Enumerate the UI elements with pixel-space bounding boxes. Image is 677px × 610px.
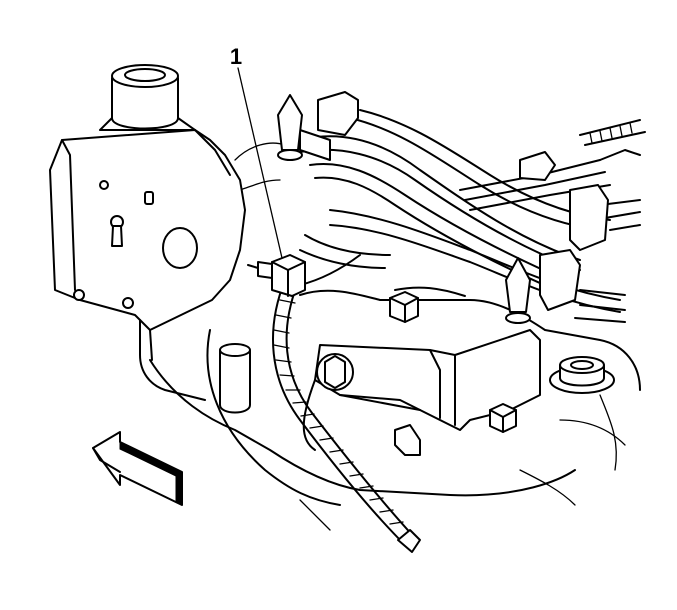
bracket-slot bbox=[144, 191, 154, 205]
rubber-grommet bbox=[549, 356, 615, 394]
callout-label: 1 bbox=[230, 44, 242, 69]
harness-clip bbox=[519, 151, 556, 181]
bracket-large-hole bbox=[162, 227, 198, 269]
callout-1: 1 bbox=[230, 44, 283, 259]
bracket-hole bbox=[99, 180, 109, 190]
knock-sensor bbox=[247, 254, 306, 297]
bracket-bolt bbox=[122, 297, 134, 309]
hose-fitting bbox=[219, 343, 251, 414]
wire-harness bbox=[277, 91, 646, 324]
small-tab bbox=[394, 424, 421, 456]
harness-connector-block bbox=[569, 184, 609, 251]
mounting-bracket bbox=[49, 64, 246, 401]
hex-bolt-lower bbox=[489, 403, 517, 433]
push-pin-clip bbox=[505, 257, 531, 313]
arrow-left-outline-icon bbox=[92, 431, 183, 506]
callout-leader-line bbox=[237, 67, 283, 259]
harness-clip bbox=[299, 129, 331, 161]
hex-bolt-top bbox=[389, 291, 419, 323]
center-bracket bbox=[302, 329, 541, 451]
sensor-wire-loom bbox=[272, 254, 421, 553]
bracket-bolt bbox=[73, 289, 85, 301]
harness-clip bbox=[317, 91, 359, 136]
push-pin-clip bbox=[277, 94, 303, 151]
harness-connector-block bbox=[539, 249, 581, 311]
keyhole-slot bbox=[110, 215, 124, 247]
